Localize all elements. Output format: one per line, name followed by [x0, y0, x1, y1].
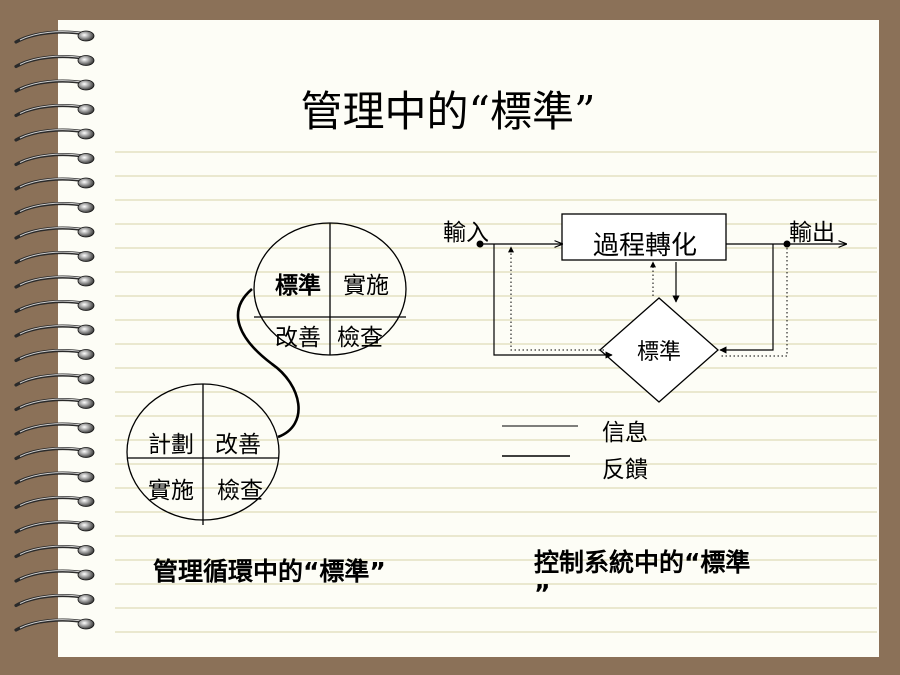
big-circle-improve: 改善: [215, 432, 261, 458]
spiral-ring: [14, 618, 95, 632]
control-caption-line1: 控制系統中的“標準: [534, 548, 750, 577]
ruled-lines: [115, 151, 877, 633]
spiral-ring: [14, 324, 95, 338]
spiral-ring: [14, 495, 95, 510]
big-circle-check: 檢查: [217, 478, 263, 504]
spiral-ring: [14, 520, 95, 534]
spiral-ring: [14, 79, 95, 93]
spiral-ring: [14, 275, 95, 289]
pdca-connector-curve: [236, 288, 300, 439]
spiral-ring: [14, 446, 95, 461]
small-circle-check: 檢查: [337, 325, 383, 351]
spiral-ring: [14, 593, 95, 608]
spiral-ring: [14, 471, 95, 485]
small-circle-standard: 標準: [275, 272, 321, 299]
standard-diamond: [599, 297, 719, 403]
spiral-ring: [14, 544, 95, 559]
control-diagram: 輸入 輸出 過程轉化 標準 信息 反饋: [443, 213, 846, 483]
spiral-ring: [14, 397, 95, 412]
spiral-ring: [14, 299, 95, 314]
big-circle-plan: 計劃: [148, 432, 194, 458]
spiral-ring: [14, 30, 95, 44]
spiral-ring: [14, 128, 95, 142]
process-label: 過程轉化: [593, 231, 697, 261]
spiral-ring: [14, 201, 95, 216]
legend-information-label: 信息: [602, 420, 648, 446]
output-label: 輸出: [789, 220, 835, 246]
pdca-big-circle: 計劃 改善 實施 檢查: [126, 383, 280, 525]
spiral-ring: [14, 152, 95, 167]
control-caption-line2: ”: [534, 579, 550, 608]
pdca-caption: 管理循環中的“標準”: [153, 557, 386, 586]
big-circle-implement: 實施: [148, 478, 194, 504]
standard-label: 標準: [637, 340, 681, 365]
pdca-small-circle: 標準 實施 改善 檢查: [253, 222, 407, 356]
spiral-ring: [14, 103, 95, 118]
page-title: 管理中的“標準”: [301, 87, 596, 136]
spiral-ring: [14, 226, 95, 240]
spiral-ring: [14, 422, 95, 436]
spiral-ring: [14, 177, 95, 191]
small-circle-implement: 實施: [343, 273, 389, 299]
spiral-ring: [14, 373, 95, 387]
process-box: [561, 213, 727, 261]
paper-sheet: [58, 20, 879, 657]
spiral-binding: [14, 30, 95, 632]
small-circle-improve: 改善: [275, 325, 321, 351]
spiral-ring: [14, 569, 95, 583]
spiral-ring: [14, 348, 95, 363]
spiral-ring: [14, 54, 95, 69]
spiral-ring: [14, 250, 95, 265]
legend-feedback-label: 反饋: [602, 457, 648, 483]
